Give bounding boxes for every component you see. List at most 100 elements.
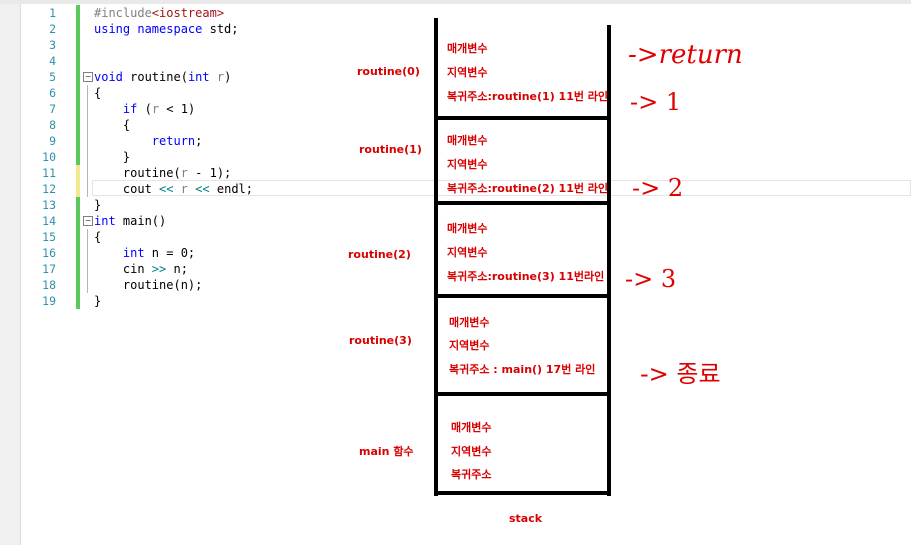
outline-guide: [87, 229, 88, 245]
code-token: int: [94, 246, 145, 260]
note-3: -> 3: [625, 265, 677, 293]
saved-change-marker: [76, 101, 80, 117]
code-token: return: [94, 134, 196, 148]
outline-guide: [87, 181, 88, 197]
collapse-toggle-icon[interactable]: −: [83, 216, 93, 226]
code-line-8[interactable]: 8 {: [0, 117, 440, 133]
code-token: {: [94, 230, 102, 244]
frame4-return: 복귀주소: [451, 468, 492, 481]
code-line-15[interactable]: 15{: [0, 229, 440, 245]
code-text: {: [94, 229, 101, 245]
code-token: <<: [195, 182, 210, 196]
frame2-return: 복귀주소:routine(3) 11번라인: [447, 270, 605, 283]
code-text: {: [94, 117, 130, 133]
code-line-13[interactable]: 13}: [0, 197, 440, 213]
saved-change-marker: [76, 117, 80, 133]
line-number: 5: [49, 70, 56, 84]
line-number: 18: [42, 278, 56, 292]
saved-change-marker: [76, 21, 80, 37]
code-line-19[interactable]: 19}: [0, 293, 440, 309]
code-line-3[interactable]: 3: [0, 37, 440, 53]
frame3-local: 지역변수: [449, 339, 490, 352]
frame-label-routine0: routine(0): [357, 65, 420, 78]
code-token: using namespace: [94, 22, 210, 36]
line-number: 4: [49, 54, 56, 68]
code-token: n;: [166, 262, 188, 276]
saved-change-marker: [76, 69, 80, 85]
code-line-17[interactable]: 17 cin >> n;: [0, 261, 440, 277]
code-text: return;: [94, 133, 203, 149]
code-token: #include: [94, 6, 152, 20]
code-text: {: [94, 85, 101, 101]
outline-guide: [87, 117, 88, 133]
code-token: n = 0;: [144, 246, 196, 260]
code-line-11[interactable]: 11 routine(r - 1);: [0, 165, 440, 181]
code-token: int: [187, 70, 210, 84]
gutter-divider: [20, 4, 21, 545]
line-number: 16: [42, 246, 56, 260]
frame-label-routine1: routine(1): [359, 143, 422, 156]
code-line-14[interactable]: 14−int main(): [0, 213, 440, 229]
stack-left-wall: [434, 18, 438, 496]
code-line-4[interactable]: 4: [0, 53, 440, 69]
code-token: }: [94, 294, 102, 308]
code-line-16[interactable]: 16 int n = 0;: [0, 245, 440, 261]
stack-bottom: [434, 491, 610, 495]
line-number: 19: [42, 294, 56, 308]
code-token: void: [94, 70, 123, 84]
code-token: ): [224, 70, 232, 84]
code-line-6[interactable]: 6{: [0, 85, 440, 101]
unsaved-change-marker: [76, 181, 80, 197]
stack-divider-1: [434, 116, 610, 120]
code-line-9[interactable]: 9 return;: [0, 133, 440, 149]
frame0-local: 지역변수: [447, 66, 488, 79]
frame0-param: 매개변수: [447, 42, 488, 55]
code-text: }: [94, 293, 101, 309]
code-line-10[interactable]: 10 }: [0, 149, 440, 165]
code-line-5[interactable]: 5 −void routine(int r): [0, 69, 440, 85]
stack-caption: stack: [509, 512, 543, 525]
code-token: std;: [209, 22, 239, 36]
saved-change-marker: [76, 261, 80, 277]
code-text: cin >> n;: [94, 261, 188, 277]
frame2-local: 지역변수: [447, 246, 488, 259]
note-1: -> 1: [630, 88, 682, 116]
line-number: 10: [42, 150, 56, 164]
code-token: cout: [94, 182, 160, 196]
code-text: }: [94, 197, 101, 213]
code-token: [173, 182, 180, 196]
outline-guide: [87, 85, 88, 101]
saved-change-marker: [76, 85, 80, 101]
code-token: {: [94, 86, 102, 100]
code-text: #include<iostream>: [94, 5, 224, 21]
saved-change-marker: [76, 277, 80, 293]
code-text: int n = 0;: [94, 245, 195, 261]
code-token: r: [216, 70, 225, 84]
collapse-toggle-icon[interactable]: −: [83, 72, 93, 82]
code-text: routine(r - 1);: [94, 165, 231, 181]
code-line-1[interactable]: 1#include<iostream>: [0, 5, 440, 21]
saved-change-marker: [76, 229, 80, 245]
saved-change-marker: [76, 149, 80, 165]
code-token: {: [94, 118, 131, 132]
line-number: 6: [49, 86, 56, 100]
stack-divider-4: [434, 392, 610, 396]
code-token: if: [94, 102, 138, 116]
line-number: 13: [42, 198, 56, 212]
code-token: cin: [94, 262, 152, 276]
saved-change-marker: [76, 37, 80, 53]
code-token: [210, 70, 217, 84]
code-line-18[interactable]: 18 routine(n);: [0, 277, 440, 293]
line-number: 2: [49, 22, 56, 36]
outline-guide: [87, 277, 88, 293]
code-line-7[interactable]: 7 if (r < 1): [0, 101, 440, 117]
code-line-12[interactable]: 12 cout << r << endl;: [0, 181, 440, 197]
frame-label-routine2: routine(2): [348, 248, 411, 261]
note-2: -> 2: [632, 174, 684, 202]
code-text: void routine(int r): [94, 69, 231, 85]
code-token: int: [94, 214, 116, 228]
outline-guide: [87, 261, 88, 277]
code-line-2[interactable]: 2 using namespace std;: [0, 21, 440, 37]
code-token: >>: [151, 262, 167, 276]
code-token: routine(: [94, 166, 181, 180]
